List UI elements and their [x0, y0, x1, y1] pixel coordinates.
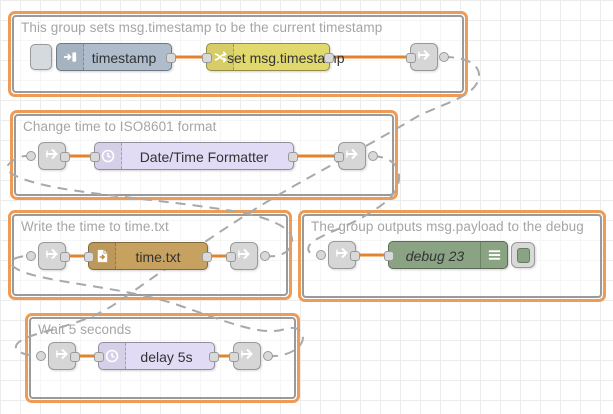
group-title: This group sets msg.timestamp to be the …: [21, 20, 383, 35]
output-port[interactable]: [70, 352, 80, 362]
debug-list-icon: [480, 242, 507, 268]
inject-button[interactable]: [30, 44, 52, 70]
input-port[interactable]: [334, 152, 344, 162]
group-title: Write the time to time.txt: [21, 219, 169, 234]
output-port[interactable]: [166, 53, 176, 63]
link-arrow-icon: [44, 146, 60, 167]
link-arrow-icon: [44, 246, 60, 267]
link-port-dot[interactable]: [368, 151, 378, 161]
output-port[interactable]: [209, 352, 219, 362]
datetime-formatter-node[interactable]: Date/Time Formatter: [90, 142, 298, 170]
link-arrow-icon: [236, 246, 252, 267]
node-label: timestamp: [91, 50, 157, 66]
output-port[interactable]: [60, 152, 70, 162]
link-arrow-icon: [334, 245, 350, 266]
link-in-node[interactable]: [48, 342, 80, 370]
link-port-dot[interactable]: [439, 52, 449, 62]
input-port[interactable]: [90, 152, 100, 162]
link-arrow-icon: [239, 346, 255, 367]
link-out-node[interactable]: [334, 142, 366, 170]
link-port-dot[interactable]: [316, 250, 326, 260]
link-wire[interactable]: [14, 56, 481, 357]
debug-toggle-button[interactable]: [511, 242, 535, 268]
link-port-dot[interactable]: [263, 351, 273, 361]
output-port[interactable]: [288, 152, 298, 162]
group-title: Wait 5 seconds: [38, 322, 132, 337]
change-node[interactable]: set msg.timestamp: [202, 43, 345, 71]
group-title: The group outputs msg.payload to the deb…: [311, 219, 584, 234]
input-port[interactable]: [384, 251, 394, 261]
debug-node[interactable]: debug 23: [384, 241, 508, 269]
link-out-node[interactable]: [406, 43, 438, 71]
output-port[interactable]: [202, 252, 212, 262]
link-port-dot[interactable]: [26, 251, 36, 261]
output-port[interactable]: [350, 251, 360, 261]
link-in-node[interactable]: [328, 241, 360, 269]
delay-node[interactable]: delay 5s: [94, 342, 219, 370]
link-arrow-icon: [54, 346, 70, 367]
input-port[interactable]: [202, 53, 212, 63]
link-port-dot[interactable]: [26, 151, 36, 161]
input-port[interactable]: [406, 53, 416, 63]
input-port[interactable]: [94, 352, 104, 362]
input-port[interactable]: [226, 252, 236, 262]
node-label: set msg.timestamp: [227, 50, 345, 66]
input-port[interactable]: [84, 252, 94, 262]
input-port[interactable]: [229, 352, 239, 362]
link-port-dot[interactable]: [36, 351, 46, 361]
inject-node[interactable]: timestamp: [56, 43, 176, 71]
node-label: time.txt: [135, 249, 181, 265]
output-port[interactable]: [324, 53, 334, 63]
link-arrow-icon: [344, 146, 360, 167]
link-in-node[interactable]: [38, 242, 70, 270]
file-node[interactable]: time.txt: [84, 242, 212, 270]
link-out-node[interactable]: [229, 342, 261, 370]
link-port-dot[interactable]: [260, 251, 270, 261]
link-out-node[interactable]: [226, 242, 258, 270]
node-label: delay 5s: [140, 349, 193, 365]
output-port[interactable]: [60, 252, 70, 262]
group-title: Change time to ISO8601 format: [23, 119, 217, 134]
link-in-node[interactable]: [38, 142, 70, 170]
debug-toggle-indicator: [516, 247, 530, 263]
node-label: Date/Time Formatter: [139, 149, 269, 165]
link-arrow-icon: [416, 47, 432, 68]
